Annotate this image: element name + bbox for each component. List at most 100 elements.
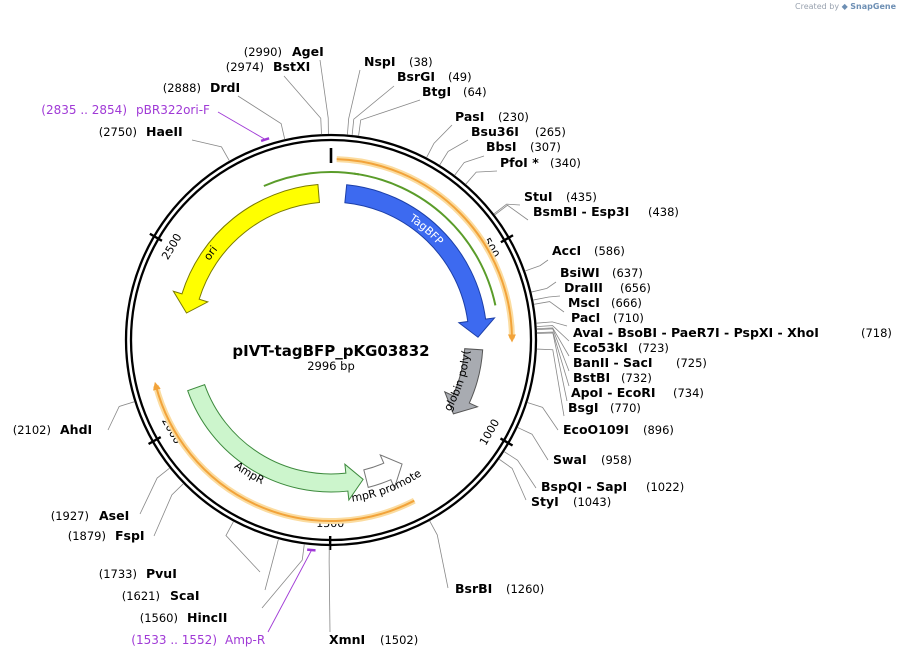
site-label[interactable]: (1621)ScaI xyxy=(122,588,200,603)
site-leader xyxy=(517,427,549,461)
site-position: (2750) xyxy=(99,125,137,139)
primer-label[interactable]: (1533 .. 1552)Amp-R xyxy=(131,633,265,647)
site-position: (710) xyxy=(613,311,644,325)
site-leader xyxy=(527,402,559,431)
site-label[interactable]: PfoI *(340) xyxy=(500,155,581,170)
site-name: BsrBI xyxy=(455,581,492,596)
site-leader xyxy=(536,327,570,357)
site-leader xyxy=(261,544,305,609)
site-position: (230) xyxy=(498,110,529,124)
site-label[interactable]: (2102)AhdI xyxy=(13,422,92,437)
site-label[interactable]: BanII - SacI(725) xyxy=(573,355,707,370)
site-leader xyxy=(536,332,568,402)
site-label[interactable]: StuI(435) xyxy=(524,189,597,204)
site-position: (438) xyxy=(648,205,679,219)
site-label[interactable]: BsiWI(637) xyxy=(560,265,643,280)
site-position: (1260) xyxy=(506,582,544,596)
site-label[interactable]: (2750)HaeII xyxy=(99,124,183,139)
site-label[interactable]: (1879) FspI xyxy=(68,528,145,543)
site-position: (2990) xyxy=(244,45,282,59)
primer-leader xyxy=(217,111,266,140)
site-label[interactable]: BsrBI (1260) xyxy=(455,581,544,596)
site-position: (1879) xyxy=(68,529,106,543)
site-label[interactable]: (1733)PvuI xyxy=(99,566,177,581)
site-leader xyxy=(358,99,421,136)
feature-beta-globin-polya[interactable] xyxy=(443,348,484,415)
site-label[interactable]: (2888) DrdI xyxy=(163,80,240,95)
feature-ampr-promoter[interactable] xyxy=(363,453,403,490)
feature-ampr[interactable] xyxy=(187,384,364,502)
site-label[interactable]: EcoO109I(896) xyxy=(563,422,674,437)
site-name: BstBI xyxy=(573,370,610,385)
site-name: AvaI - BsoBI - PaeR7I - PspXI - XhoI xyxy=(573,325,819,340)
site-name: DraIII xyxy=(564,280,603,295)
ori-bar xyxy=(263,171,360,187)
site-position: (770) xyxy=(610,401,641,415)
site-position: (265) xyxy=(535,125,566,139)
site-label[interactable]: MscI(666) xyxy=(568,295,642,310)
site-label[interactable]: (1560)HincII xyxy=(140,610,228,625)
site-label[interactable]: (2990)AgeI xyxy=(244,44,324,59)
site-label[interactable]: Eco53kI(723) xyxy=(573,340,669,355)
site-name: BtgI xyxy=(422,84,451,99)
site-leader xyxy=(524,259,549,272)
site-label[interactable]: BsrGI(49) xyxy=(397,69,472,84)
site-label[interactable]: BspQI - SapI(1022) xyxy=(541,479,684,494)
site-name: FspI xyxy=(115,528,145,543)
site-position: (1043) xyxy=(573,495,611,509)
site-position: (1022) xyxy=(646,480,684,494)
site-name: StuI xyxy=(524,189,553,204)
site-label[interactable]: (1927)AseI xyxy=(51,508,130,523)
site-label[interactable]: BstBI(732) xyxy=(573,370,652,385)
site-leader xyxy=(493,203,521,215)
site-name: DrdI xyxy=(210,80,240,95)
site-label[interactable]: ApoI - EcoRI(734) xyxy=(571,385,704,400)
site-label[interactable]: StyI (1043) xyxy=(531,494,611,509)
site-label[interactable]: NspI(38) xyxy=(364,54,433,69)
site-position: (1560) xyxy=(140,611,178,625)
site-name: BsmBI - Esp3I xyxy=(533,204,629,219)
site-label[interactable]: PasI(230) xyxy=(455,109,529,124)
site-label[interactable]: XmnI(1502) xyxy=(329,632,418,647)
site-leader xyxy=(536,325,570,342)
ruler-tick xyxy=(147,436,162,446)
site-label[interactable]: AvaI - BsoBI - PaeR7I - PspXI - XhoI (718… xyxy=(573,325,892,340)
site-position: (2888) xyxy=(163,81,201,95)
site-leader xyxy=(439,139,469,166)
site-name: NspI xyxy=(364,54,396,69)
site-leader xyxy=(264,539,279,591)
site-position: (718) xyxy=(861,326,892,340)
site-position: (586) xyxy=(594,244,625,258)
site-leader xyxy=(191,139,230,162)
site-leader xyxy=(347,69,361,135)
site-label[interactable]: BbsI(307) xyxy=(486,139,561,154)
site-name: BanII - SacI xyxy=(573,355,653,370)
site-position: (656) xyxy=(620,281,651,295)
site-position: (896) xyxy=(643,423,674,437)
site-label[interactable]: BsgI(770) xyxy=(568,400,641,415)
site-label[interactable]: Bsu36I(265) xyxy=(471,124,566,139)
site-label[interactable]: SwaI(958) xyxy=(553,452,632,467)
site-leader xyxy=(351,85,395,136)
site-leader xyxy=(503,451,537,489)
site-label[interactable]: PacI(710) xyxy=(571,310,644,325)
site-name: StyI xyxy=(531,494,559,509)
feature-ori[interactable] xyxy=(172,184,320,314)
site-name: AhdI xyxy=(60,422,92,437)
site-position: (666) xyxy=(611,296,642,310)
site-label[interactable]: BsmBI - Esp3I (438) xyxy=(533,204,679,219)
site-position: (1621) xyxy=(122,589,160,603)
site-label[interactable]: BtgI(64) xyxy=(422,84,487,99)
primer-label[interactable]: (2835 .. 2854)pBR322ori-F xyxy=(41,103,210,117)
snapgene-logo-icon: ◆ xyxy=(841,2,848,11)
site-label[interactable]: DraIII (656) xyxy=(564,280,651,295)
ruler-tick xyxy=(149,232,163,242)
site-label[interactable]: AccI (586) xyxy=(552,243,625,258)
site-label[interactable]: (2974)BstXI xyxy=(226,59,310,74)
site-name: AccI xyxy=(552,243,581,258)
site-position: (734) xyxy=(673,386,704,400)
site-leader xyxy=(319,59,329,135)
feature-tagbfp[interactable] xyxy=(344,184,496,338)
site-leader xyxy=(107,401,135,431)
site-leader xyxy=(536,331,570,387)
